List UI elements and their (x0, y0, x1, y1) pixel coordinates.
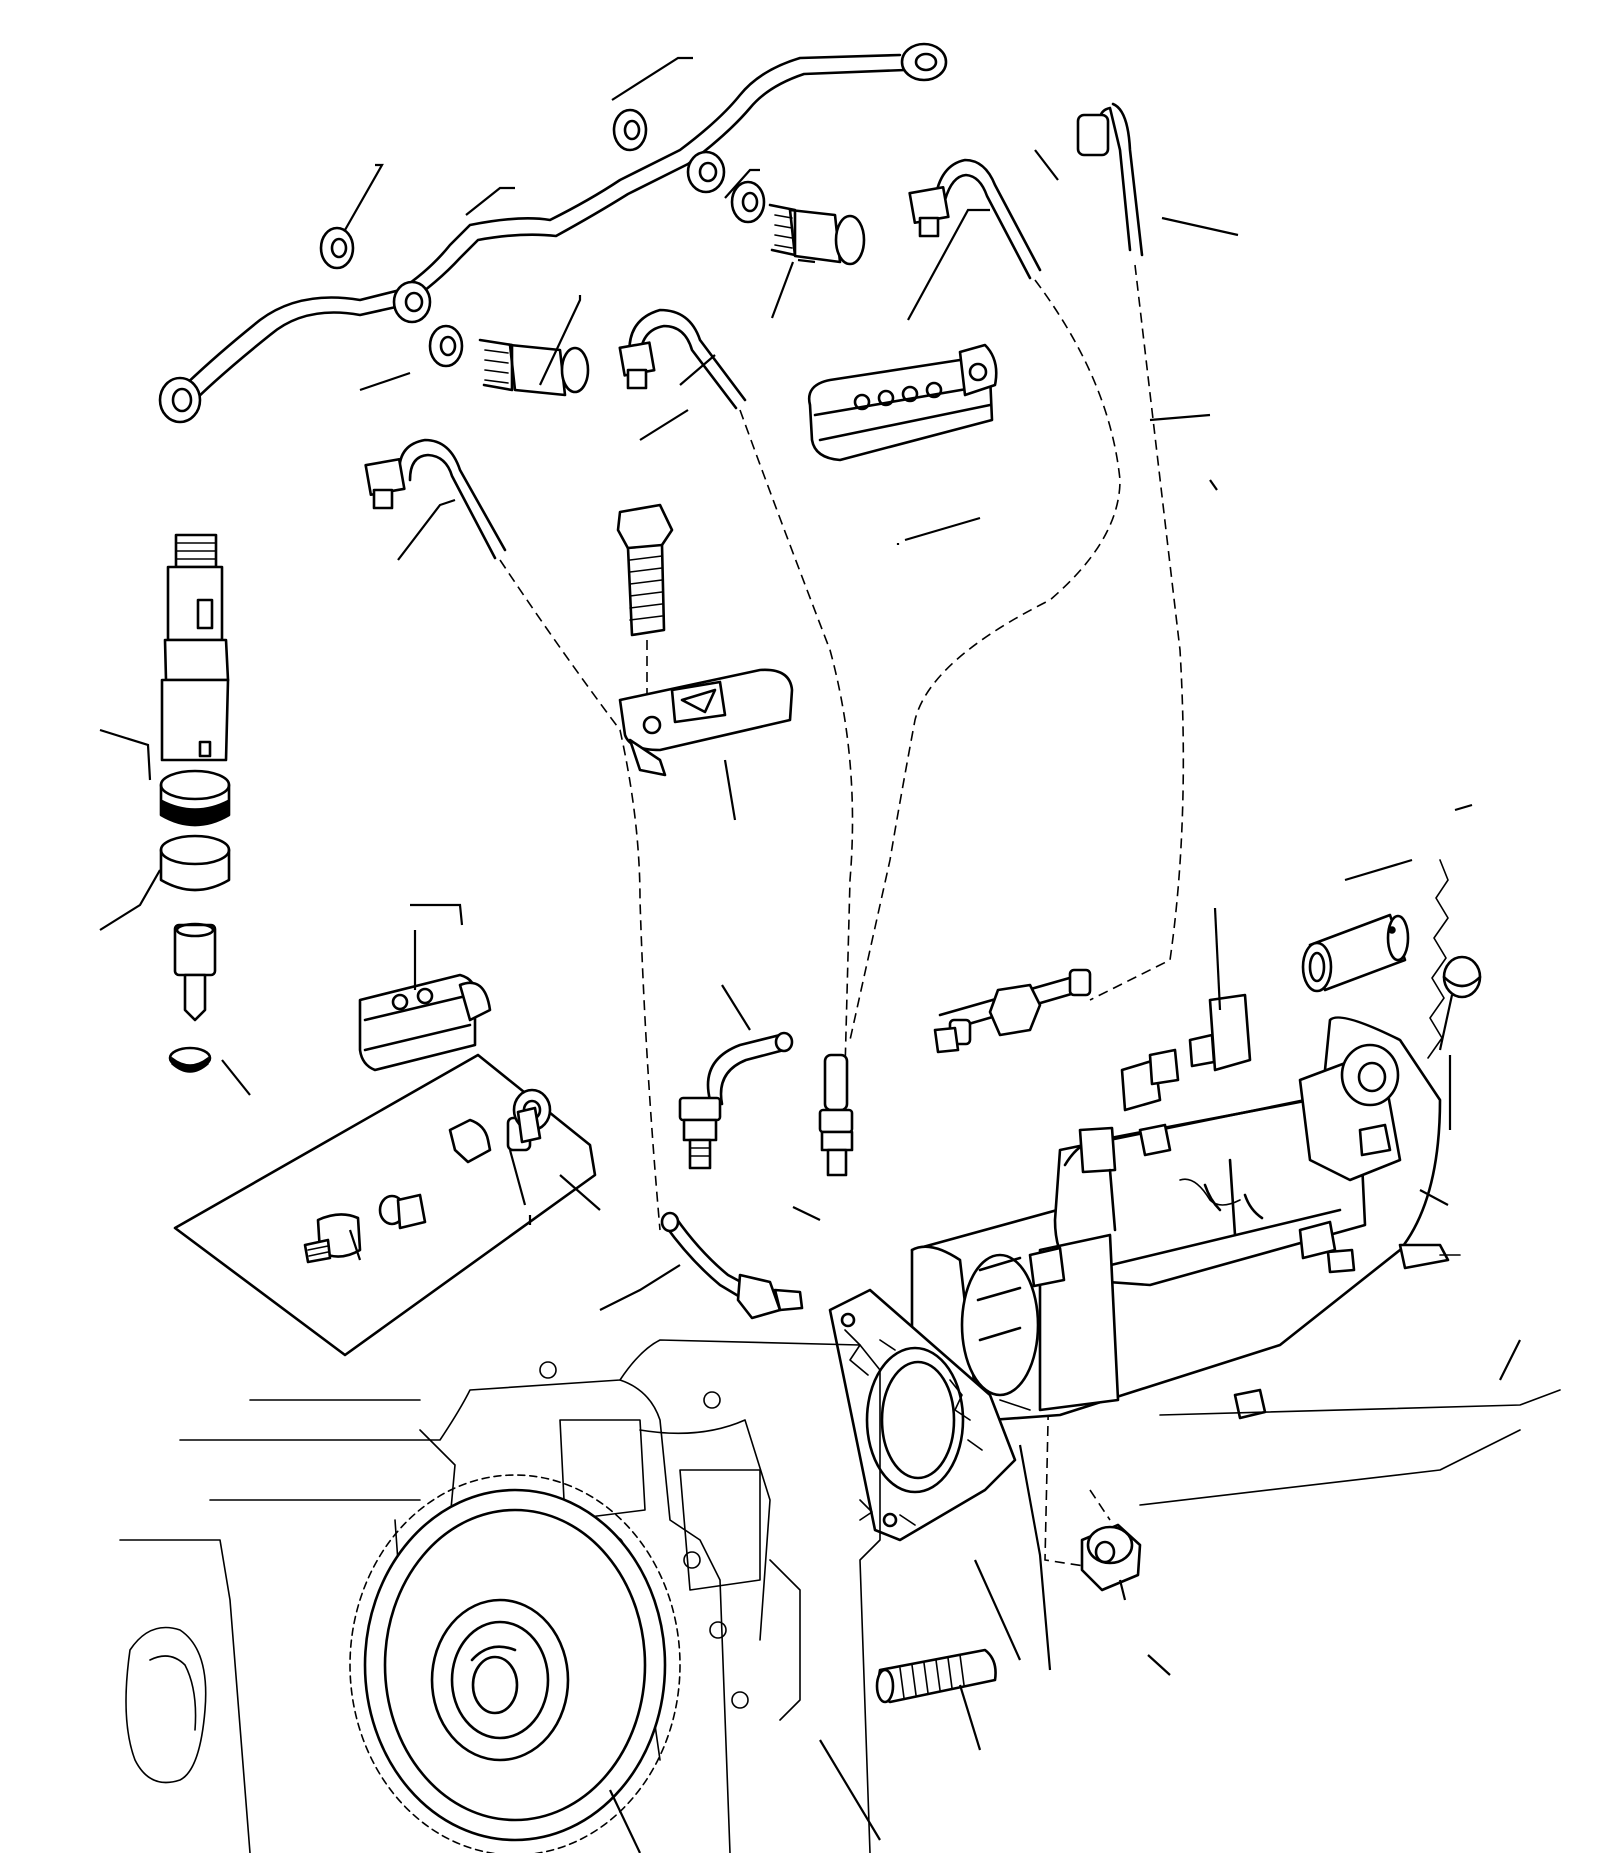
leader-line (1018, 1444, 1052, 1671)
leader-line (559, 1174, 601, 1211)
leader-line (721, 984, 751, 1031)
leader-line (1344, 858, 1413, 882)
leader-line (508, 1149, 527, 1206)
leader-line (410, 903, 464, 926)
leader-line (465, 186, 515, 216)
leader-line (1147, 1654, 1171, 1676)
leader-line (907, 208, 990, 321)
leader-line (819, 1739, 881, 1841)
leader-line (973, 1559, 1022, 1661)
plug (1442, 955, 1482, 999)
leader-line (1499, 1339, 1521, 1381)
union-connector (933, 968, 1092, 1054)
timing-case (119, 1339, 1561, 1853)
leader-line (397, 498, 456, 561)
leader-line (611, 56, 693, 101)
pipe-clamp (358, 343, 998, 1072)
leader-line (770, 261, 795, 319)
injection-pump (910, 993, 1461, 1422)
injector-pipe-bent (364, 102, 1144, 560)
banjo-bolt (478, 203, 866, 397)
leader-line (348, 1229, 362, 1261)
clamp-bolt (616, 503, 674, 720)
leader-line (359, 371, 411, 392)
leader-line (1213, 907, 1222, 1011)
sleeve (1301, 913, 1410, 993)
break-line (1427, 859, 1449, 1059)
leader-line (904, 516, 981, 542)
leader-line (1118, 1579, 1127, 1601)
leader-line (639, 409, 689, 441)
leader-line (958, 1684, 982, 1751)
leader-line (221, 1059, 251, 1096)
leader-line (599, 1264, 681, 1311)
leader-line (99, 869, 161, 931)
pump-flange-gasket (828, 1288, 1017, 1542)
reference-leaders (99, 56, 1521, 1853)
leader-line (1419, 1189, 1449, 1206)
leader-line (1161, 216, 1239, 237)
leader-line (792, 1206, 821, 1221)
nozzle-protection-washer (168, 922, 217, 1073)
injector-clamp (618, 668, 794, 777)
leader-line (344, 163, 384, 231)
leader-line (99, 728, 152, 781)
injector-seal (159, 769, 231, 892)
pump-drive-gear (349, 1474, 681, 1853)
flange-nut (1080, 1523, 1142, 1592)
leader-line (797, 258, 816, 264)
valve-kit (173, 1053, 597, 1357)
leader-line (1209, 479, 1218, 491)
leader-line (609, 1789, 641, 1853)
pipe-routing-lines (499, 264, 1185, 1571)
sealing-washer (319, 108, 766, 368)
leak-off-pipe (660, 1031, 854, 1320)
fuel-injector (160, 533, 230, 762)
leader-line (1149, 413, 1211, 422)
leader-line (724, 168, 760, 199)
leader-line (723, 759, 737, 821)
injector-pipe-long (158, 42, 948, 424)
leader-line (679, 354, 716, 386)
mounting-stud (875, 1648, 997, 1704)
leader-line (539, 295, 582, 386)
leader-line (1454, 803, 1473, 812)
leader-line (1438, 994, 1454, 1051)
leader-line (1034, 149, 1059, 181)
